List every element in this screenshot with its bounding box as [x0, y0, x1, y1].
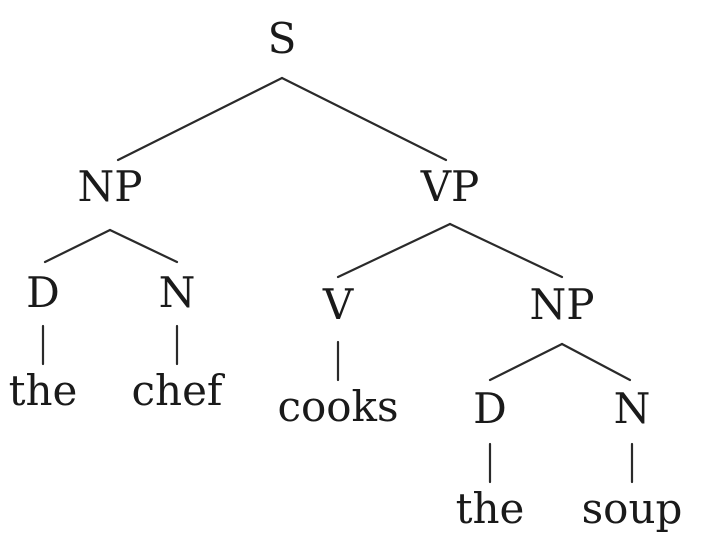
word-soup: soup	[582, 484, 683, 533]
branch-np-obj-d	[488, 342, 564, 382]
node-v: V	[322, 280, 354, 329]
branch-np-obj-n	[560, 342, 632, 382]
branch-vp-v	[336, 222, 452, 279]
node-n-object: N	[614, 384, 651, 433]
branch-s-vp	[280, 76, 448, 162]
node-n-subject: N	[159, 268, 196, 317]
branch-np-d	[43, 228, 112, 264]
branch-vp-np	[448, 222, 564, 279]
branch-s-np	[116, 76, 284, 162]
word-chef: chef	[132, 366, 226, 415]
node-d-subject: D	[26, 268, 60, 317]
branch-np-n	[108, 228, 179, 264]
node-np-subject: NP	[77, 162, 142, 211]
word-cooks: cooks	[277, 382, 398, 431]
word-the-subject: the	[9, 366, 78, 415]
node-np-object: NP	[529, 280, 594, 329]
word-the-object: the	[456, 484, 525, 533]
node-s: S	[268, 14, 297, 63]
node-d-object: D	[473, 384, 507, 433]
node-vp: VP	[420, 162, 480, 211]
